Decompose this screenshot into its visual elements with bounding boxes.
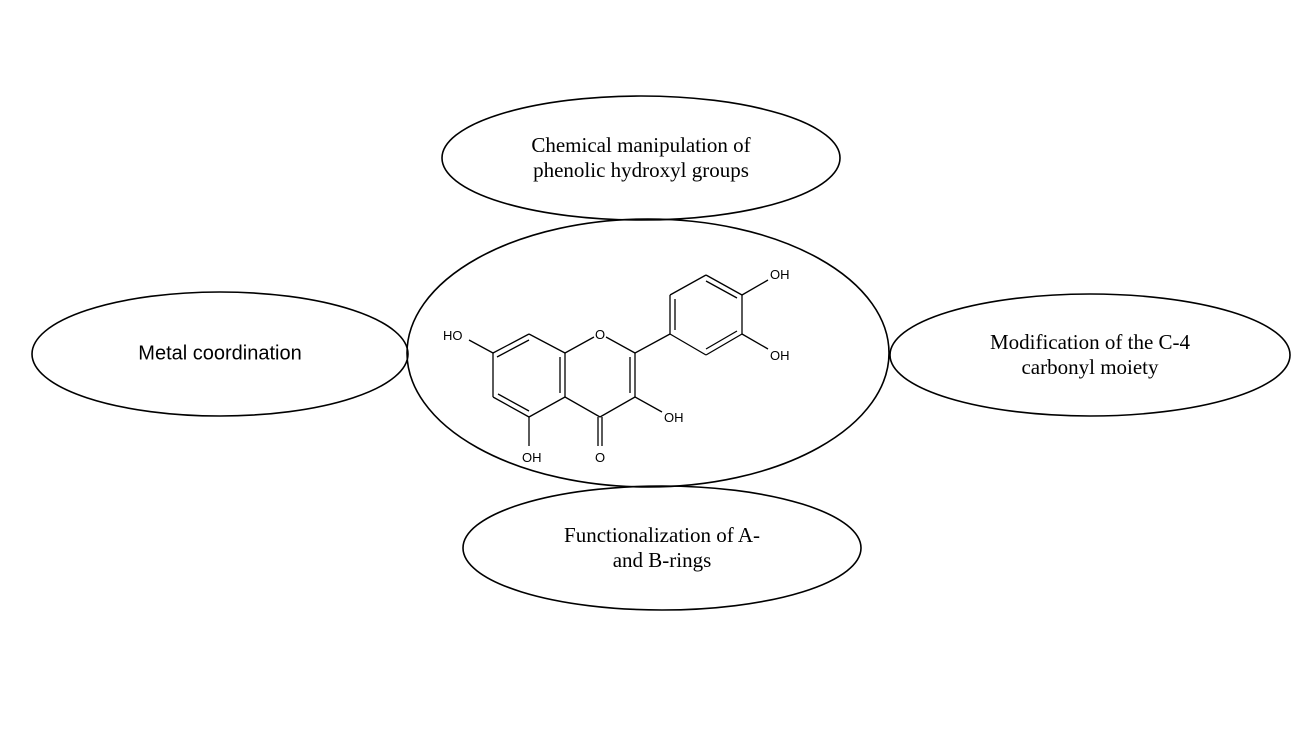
atom-oh-3: OH xyxy=(664,410,684,425)
ellipse-center xyxy=(406,218,890,488)
ellipse-left xyxy=(31,291,409,417)
label-bottom-line1: Functionalization of A- xyxy=(564,523,760,547)
quercetin-structure xyxy=(468,274,769,446)
ellipse-bottom xyxy=(462,485,862,611)
label-right: Modification of the C-4 carbonyl moiety xyxy=(990,330,1190,380)
label-bottom-line2: and B-rings xyxy=(612,548,712,572)
atom-ho-7: HO xyxy=(443,328,463,343)
atom-oh-4prime: OH xyxy=(770,267,790,282)
atom-o-4: O xyxy=(595,450,605,465)
label-top-line2: phenolic hydroxyl groups xyxy=(533,158,749,182)
label-right-line2: carbonyl moiety xyxy=(1021,355,1159,379)
ellipse-top xyxy=(441,95,841,221)
ellipse-right xyxy=(889,293,1291,417)
atom-oh-5: OH xyxy=(522,450,542,465)
label-top: Chemical manipulation of phenolic hydrox… xyxy=(531,133,750,183)
label-bottom: Functionalization of A- and B-rings xyxy=(564,523,760,573)
label-right-line1: Modification of the C-4 xyxy=(989,330,1191,354)
label-top-line1: Chemical manipulation of xyxy=(531,133,751,157)
label-left: Metal coordination xyxy=(138,342,302,365)
atom-oh-3prime: OH xyxy=(770,348,790,363)
atom-o-1: O xyxy=(595,327,605,342)
